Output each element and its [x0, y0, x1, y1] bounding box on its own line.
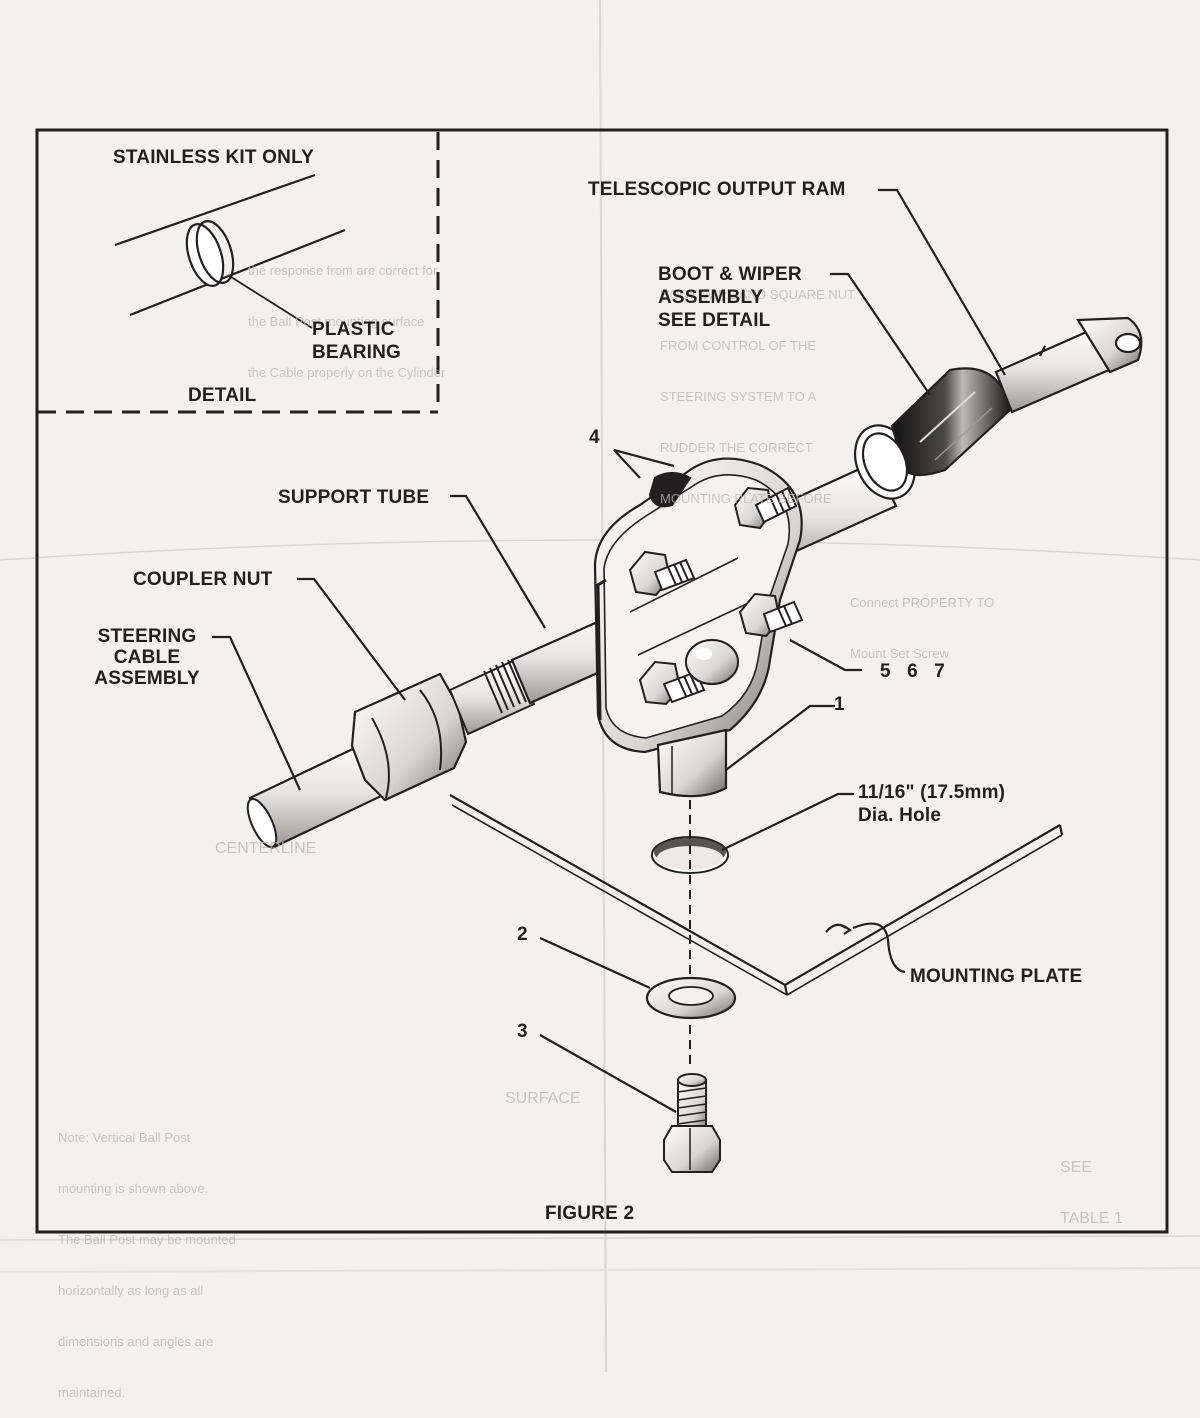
label-line: ASSEMBLY — [94, 668, 200, 689]
figure-caption: FIGURE 2 — [545, 1203, 635, 1224]
detail-heading: STAINLESS KIT ONLY — [113, 147, 315, 168]
part-number-2: 2 — [517, 924, 528, 945]
mounting-plate-leader — [852, 922, 906, 974]
bleed-line: dimensions and angles are — [58, 1334, 214, 1349]
steering-cable-label: STEERING CABLE ASSEMBLY — [82, 626, 212, 689]
leader-lines — [212, 188, 1006, 1113]
label-line: 11/16" (17.5mm) — [858, 782, 1006, 803]
bracket-nut-left — [628, 550, 696, 597]
detail-caption: DETAIL — [188, 385, 257, 406]
label-line: Dia. Hole — [858, 805, 942, 826]
bleed-centerline: CENTERLINE — [215, 840, 317, 857]
bleed-line: STEERING SYSTEM TO A — [660, 389, 817, 404]
coupler-nut — [350, 672, 468, 802]
bleed-line: HOOK WIRE AND SQUARE NUT — [660, 287, 856, 302]
mounting-bolt — [663, 1073, 721, 1173]
label-line: BOOT & WIPER — [658, 264, 802, 285]
label-line: BEARING — [312, 342, 402, 363]
ball-post — [685, 639, 739, 685]
bleed-line: horizontally as long as all — [58, 1283, 204, 1298]
label-line: STEERING — [97, 626, 197, 647]
coupler-nut-label: COUPLER NUT — [133, 569, 273, 590]
hole-size-label: 11/16" (17.5mm) Dia. Hole — [858, 781, 1005, 827]
bleed-line: The Ball Post may be mounted — [58, 1232, 236, 1247]
bracket-nut-top — [733, 486, 798, 530]
bleed-line: Mount Set Screw — [850, 646, 949, 661]
telescopic-output-ram — [994, 316, 1143, 414]
bleed-line: maintained. — [58, 1385, 126, 1400]
label-line: SEE DETAIL — [658, 310, 771, 331]
support-tube-label: SUPPORT TUBE — [278, 487, 430, 508]
label-line: ASSEMBLY — [658, 287, 764, 308]
bleed-line: the Ball Post mounting surface — [248, 314, 425, 329]
plastic-bearing-label: PLASTIC BEARING — [312, 318, 401, 364]
figure-frame — [35, 128, 1169, 1234]
part-number-4: 4 — [589, 427, 600, 448]
bracket-nut-right — [738, 592, 804, 638]
part-number-5-6-7: 5 6 7 — [880, 661, 947, 682]
part-number-1: 1 — [834, 694, 845, 715]
bleed-line: the Cable properly on the Cylinder — [248, 365, 446, 380]
bleed-surface: SURFACE — [505, 1090, 581, 1107]
part-number-3: 3 — [517, 1021, 528, 1042]
label-line: PLASTIC — [312, 319, 395, 340]
bracket-tube-section — [629, 557, 756, 656]
bracket-nut-bottom — [638, 660, 706, 706]
telescopic-output-ram-label: TELESCOPIC OUTPUT RAM — [588, 179, 846, 200]
threaded-section — [448, 658, 536, 736]
bleed-line: the response from are correct for — [248, 263, 438, 278]
bleed-line: FROM CONTROL OF THE — [660, 338, 816, 353]
plastic-bearing-detail — [114, 173, 346, 329]
bleed-line: MOUNTING PLATE BEFORE — [660, 491, 832, 506]
bleed-line: mounting is shown above. — [58, 1181, 209, 1196]
figure-2-diagram — [0, 0, 1200, 1372]
boot-wiper-assembly — [854, 367, 1012, 500]
bleed-line: RUDDER THE CORRECT — [660, 440, 813, 455]
bleed-text-left-bottom: Note: Vertical Ball Post mounting is sho… — [58, 1095, 236, 1418]
bleed-line: SEE — [1060, 1159, 1093, 1176]
bleed-line: TABLE 1 — [1060, 1210, 1123, 1227]
boot-wiper-label: BOOT & WIPER ASSEMBLY SEE DETAIL — [658, 263, 802, 332]
mounting-plate — [449, 794, 1064, 996]
bleed-see-table: SEE TABLE 1 — [1060, 1125, 1123, 1244]
label-line: CABLE — [113, 647, 181, 668]
bleed-text-left-mid: the response from are correct for the Ba… — [248, 228, 445, 398]
mounting-plate-label: MOUNTING PLATE — [910, 966, 1083, 987]
bleed-text-right-top: HOOK WIRE AND SQUARE NUT FROM CONTROL OF… — [660, 252, 855, 524]
bleed-line: Connect PROPERTY TO — [850, 595, 995, 610]
washer — [645, 976, 737, 1020]
pivot-shaft — [656, 728, 728, 798]
bleed-text-right-mid: Connect PROPERTY TO Mount Set Screw — [850, 560, 994, 679]
detail-inset-border — [38, 132, 440, 414]
bleed-line: Note: Vertical Ball Post — [58, 1130, 191, 1145]
